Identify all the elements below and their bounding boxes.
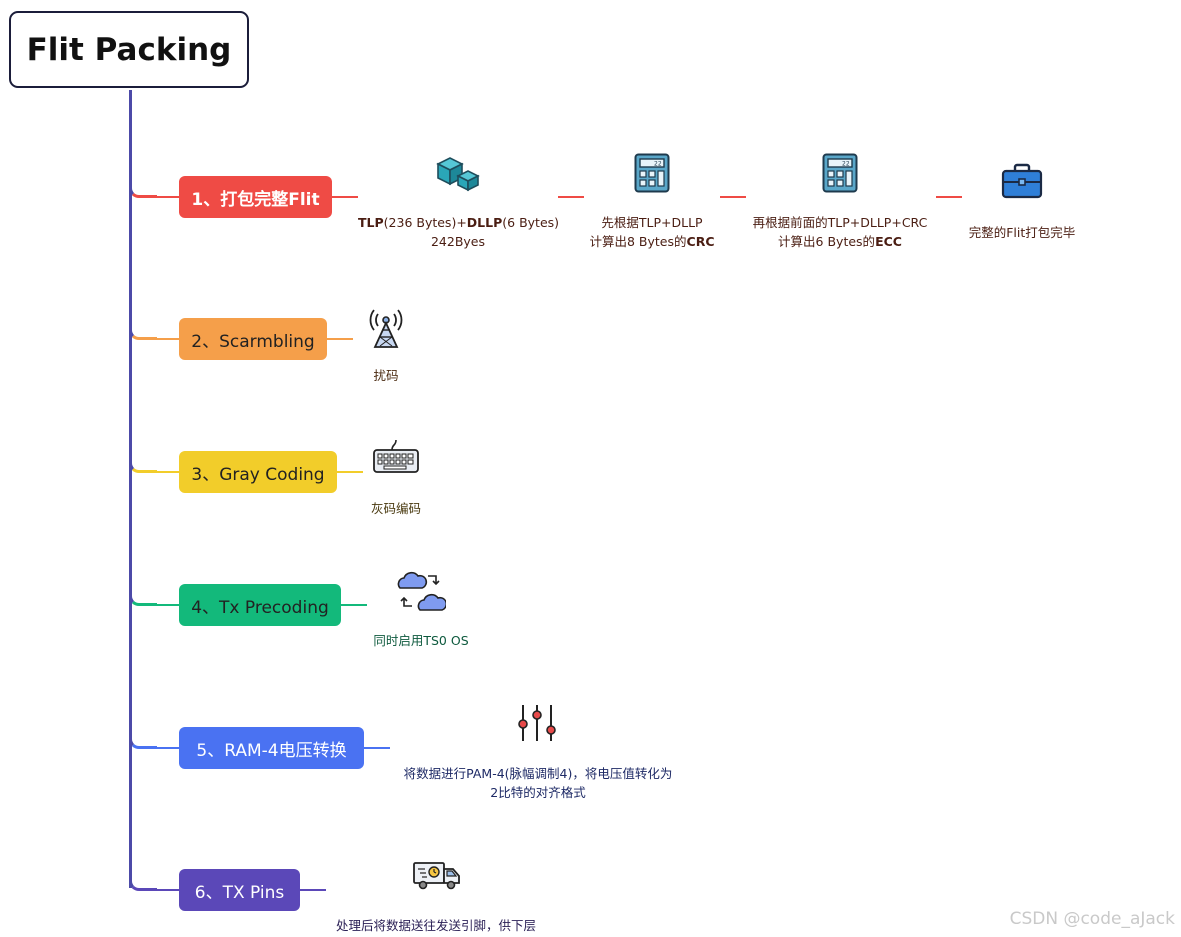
- branch-tail-3: [337, 471, 363, 473]
- step-3-caption: 再根据前面的TLP+DLLP+CRC 计算出6 Bytes的ECC: [752, 215, 928, 249]
- branch-line-6: [156, 889, 182, 891]
- step-2-caption: 先根据TLP+DLLP 计算出8 Bytes的CRC: [589, 215, 715, 249]
- svg-text:22: 22: [654, 161, 662, 168]
- watermark-text: CSDN @code_aJack: [1009, 909, 1175, 929]
- branch-4-caption: 同时启用TS0 OS: [373, 633, 469, 648]
- branch-2-caption: 扰码: [373, 368, 399, 383]
- connector-6: [129, 879, 157, 891]
- keyboard-icon: [373, 439, 419, 473]
- branch1-seg-1: [558, 196, 584, 198]
- root-title: Flit Packing: [26, 31, 232, 68]
- mindmap-spine: [129, 90, 132, 888]
- branch-line-2: [156, 338, 182, 340]
- branch-line-3: [156, 471, 182, 473]
- branch-node-4[interactable]: 4、Tx Precoding: [179, 584, 341, 626]
- connector-1: [129, 186, 157, 198]
- branch-3-caption: 灰码编码: [370, 501, 421, 516]
- branch-line-4: [156, 604, 182, 606]
- branch1-tail: [332, 196, 358, 198]
- branch-node-3[interactable]: 3、Gray Coding: [179, 451, 337, 493]
- cubes-icon: [436, 157, 480, 192]
- delivery-truck-icon: [413, 862, 460, 890]
- step-4-caption: 完整的Flit打包完毕: [968, 225, 1076, 240]
- connector-2: [129, 328, 157, 340]
- branch-node-5[interactable]: 5、RAM-4电压转换: [179, 727, 364, 769]
- branch-line-1: [156, 196, 182, 198]
- calculator-icon: 22: [634, 153, 670, 193]
- cloud-sync-icon: [397, 571, 446, 611]
- sliders-icon: [518, 705, 556, 741]
- branch1-seg-3: [936, 196, 962, 198]
- branch-tail-2: [327, 338, 353, 340]
- calculator-icon: 22: [822, 153, 858, 193]
- branch1-seg-2: [720, 196, 746, 198]
- branch-line-5: [156, 747, 182, 749]
- branch-6-caption: 处理后将数据送往发送引脚，供下层: [335, 918, 536, 933]
- branch-node-6[interactable]: 6、TX Pins: [179, 869, 300, 911]
- branch-tail-5: [364, 747, 390, 749]
- connector-3: [129, 461, 157, 473]
- step-1-caption: TLP(236 Bytes)+DLLP(6 Bytes) 242Byes: [358, 215, 560, 249]
- briefcase-icon: [1001, 163, 1043, 199]
- branch-5-caption: 将数据进行PAM-4(脉幅调制4)，将电压值转化为 2比特的对齐格式: [403, 766, 673, 800]
- svg-text:22: 22: [842, 161, 850, 168]
- connector-5: [129, 737, 157, 749]
- root-node[interactable]: Flit Packing: [9, 11, 249, 88]
- branch-node-1[interactable]: 1、打包完整Flit: [179, 176, 332, 218]
- connector-4: [129, 594, 157, 606]
- branch-node-2[interactable]: 2、Scarmbling: [179, 318, 327, 360]
- branch-tail-6: [300, 889, 326, 891]
- antenna-tower-icon: [369, 309, 403, 348]
- branch-tail-4: [341, 604, 367, 606]
